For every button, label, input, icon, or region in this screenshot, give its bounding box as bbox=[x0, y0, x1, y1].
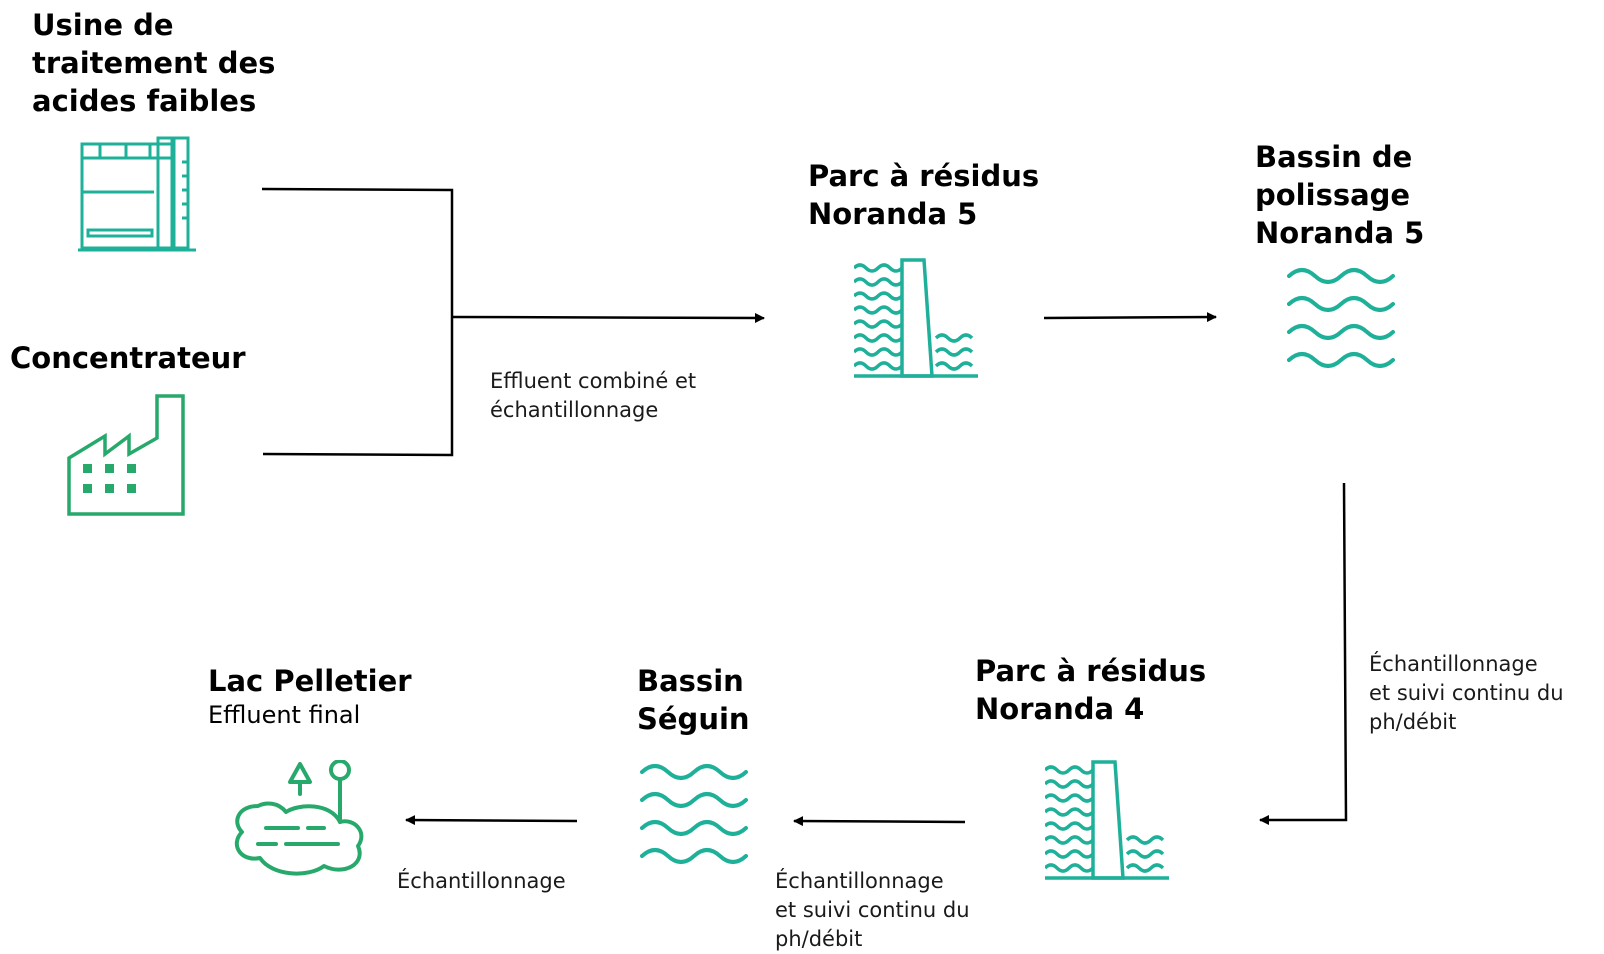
dam-icon bbox=[1045, 760, 1169, 880]
water-waves-icon bbox=[640, 764, 748, 864]
arrow-to-seguin bbox=[793, 816, 966, 827]
factory-icon bbox=[67, 394, 185, 516]
water-waves-icon bbox=[1287, 268, 1395, 368]
pelletier-subtitle: Effluent final bbox=[208, 701, 361, 729]
dam-icon bbox=[854, 258, 978, 378]
acid-plant-title: Usine de traitement des acides faibles bbox=[32, 8, 276, 118]
tailings-n5-title: Parc à résidus Noranda 5 bbox=[808, 159, 1040, 231]
polishing-to-n4-label: Échantillonnage et suivi continu du ph/d… bbox=[1369, 652, 1564, 734]
polishing-n5-title: Bassin de polissage Noranda 5 bbox=[1255, 140, 1425, 250]
seguin-title: Bassin Séguin bbox=[637, 664, 750, 736]
arrow-to-pelletier bbox=[405, 815, 578, 826]
arrow-to-tailings-n5 bbox=[451, 312, 765, 323]
connector-concentrator bbox=[262, 318, 454, 457]
pelletier-title: Lac Pelletier bbox=[208, 664, 412, 698]
n4-to-seguin-label: Échantillonnage et suivi continu du ph/d… bbox=[775, 869, 970, 951]
merge-connector bbox=[261, 187, 454, 457]
lake-icon bbox=[234, 760, 364, 876]
storage-tank-icon bbox=[78, 136, 196, 252]
combined-effluent-label: Effluent combiné et échantillonnage bbox=[490, 369, 697, 422]
arrow-to-polishing-n5 bbox=[1043, 312, 1217, 323]
concentrator-title: Concentrateur bbox=[10, 341, 246, 375]
tailings-n4-title: Parc à résidus Noranda 4 bbox=[975, 654, 1207, 726]
arrow-to-tailings-n4 bbox=[1259, 482, 1348, 825]
seguin-to-pelletier-label: Échantillonnage bbox=[397, 869, 566, 893]
connector-acid-plant bbox=[261, 187, 454, 318]
